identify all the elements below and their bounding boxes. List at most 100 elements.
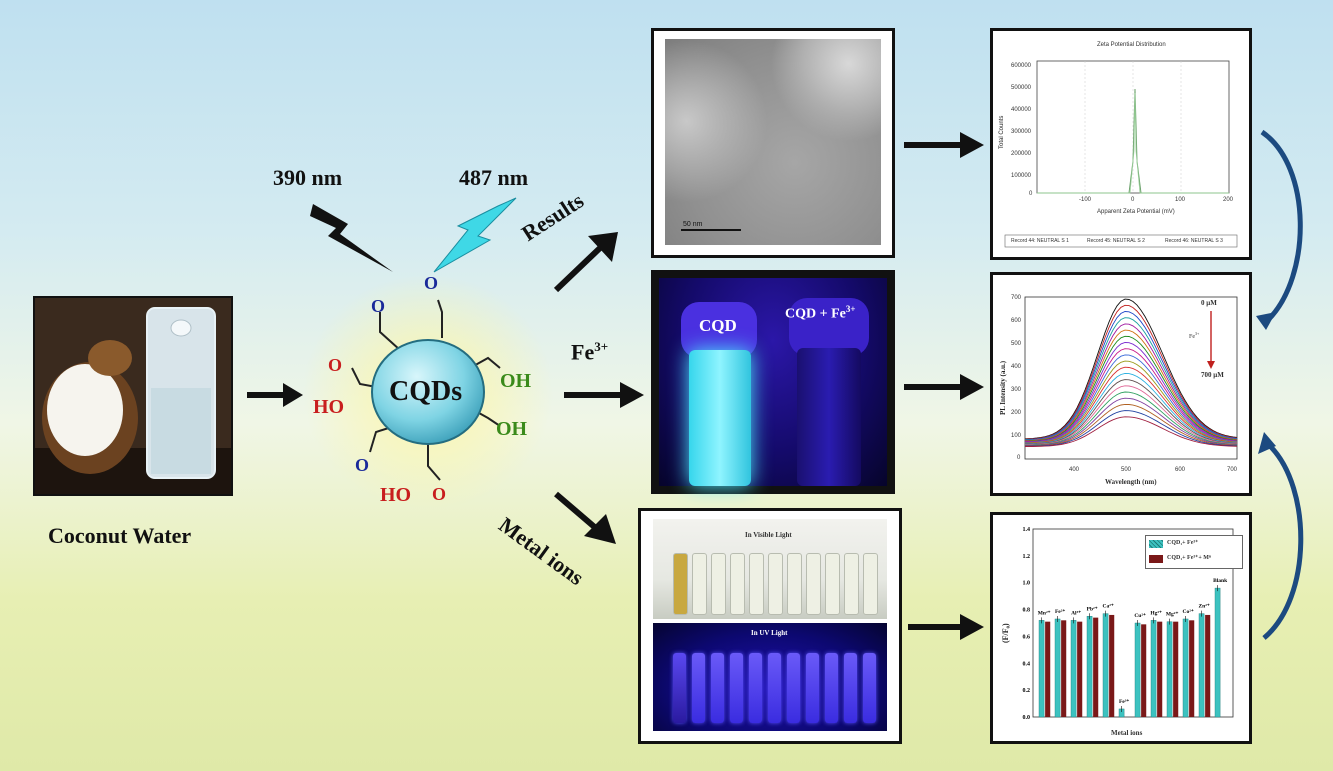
pl-spectrum-curve	[1024, 298, 1238, 440]
zeta-ytick-500000: 500000	[1011, 85, 1032, 91]
excitation-wavelength: 390 nm	[273, 165, 343, 190]
coconut-water-label: Coconut Water	[48, 523, 192, 548]
bar-ytick-label: 0.4	[1023, 661, 1031, 667]
bar-cqd-fe-mn	[1157, 621, 1163, 717]
bar-ytick-label: 0.6	[1023, 634, 1031, 640]
visible-light-photo: In Visible Light	[653, 519, 887, 619]
arrow-photos-to-bar	[906, 612, 986, 642]
bar-cqd-fe-mn	[1141, 624, 1147, 717]
bar-cqd-fe	[1038, 620, 1045, 718]
bar-ytick-label: 0.8	[1023, 608, 1031, 614]
fe-vial-cap	[789, 298, 869, 356]
bar-category-label: Ca²⁺	[1102, 603, 1113, 610]
visible-vial	[825, 553, 840, 615]
visible-vial	[787, 553, 802, 615]
bar-category-label: Fe³⁺	[1119, 698, 1129, 705]
pl-top-concentration: 0 μM	[1201, 299, 1217, 307]
zeta-ytick-400000: 400000	[1011, 107, 1032, 113]
uv-vial	[768, 653, 781, 723]
visible-vial	[749, 553, 764, 615]
bar-category-label: Zn²⁺	[1198, 603, 1209, 610]
bar-category-label: Al³⁺	[1071, 609, 1081, 616]
pl-spectrum-curve	[1024, 317, 1238, 441]
zeta-ytick-600000: 600000	[1011, 63, 1032, 69]
pl-xtick-500: 500	[1121, 467, 1132, 473]
cqd-molecule	[300, 270, 560, 520]
cqd-fe-vial-text: CQD + Fe	[785, 306, 846, 322]
zeta-xtick-minus100: -100	[1079, 197, 1092, 203]
pl-ytick-700: 700	[1011, 295, 1022, 301]
bar-category-label: Co²⁺	[1182, 608, 1193, 615]
bar-cqd-fe	[1150, 620, 1157, 718]
bar-cqd-fe	[1134, 622, 1141, 718]
visible-vial	[692, 553, 707, 615]
pl-spectrum-curve	[1025, 403, 1238, 447]
pl-fe-symbol: Fe	[1189, 334, 1195, 340]
pl-spectrum-curve	[1024, 335, 1238, 442]
carboxyl-o-bottom: O	[432, 484, 447, 504]
arrow-to-metal-ions-photo	[552, 490, 622, 550]
uv-vial	[825, 653, 838, 723]
bar-cqd-fe	[1214, 587, 1221, 718]
cqd-fe-vial-label: CQD + Fe3+	[785, 304, 856, 323]
bar-cqd-fe-mn	[1173, 621, 1179, 717]
fe3-symbol: Fe	[571, 339, 595, 365]
visible-vial	[863, 553, 878, 615]
pl-ytick-100: 100	[1011, 433, 1022, 439]
bar-category-label: Hg²⁺	[1150, 609, 1162, 616]
uv-vial	[806, 653, 819, 723]
bar-category-label: Fe²⁺	[1055, 608, 1065, 615]
bar-ytick-label: 1.4	[1023, 527, 1031, 533]
arrow-tem-to-zeta	[902, 130, 987, 160]
visible-vial	[673, 553, 688, 615]
pl-spectrum-curve	[1024, 360, 1238, 444]
pl-y-axis-label: PL Intensity (a.u.)	[999, 360, 1007, 415]
bar-ytick-label: 0.2	[1023, 688, 1031, 694]
visible-vial	[844, 553, 859, 615]
bar-category-label: Pb²⁺	[1087, 605, 1098, 612]
tem-scale-label: 50 nm	[683, 221, 703, 228]
uv-light-photo: In UV Light	[653, 623, 887, 731]
pl-spectrum-curve	[1024, 379, 1238, 445]
zeta-xtick-0: 0	[1131, 197, 1135, 203]
uv-light-label: In UV Light	[751, 629, 788, 637]
uv-vial	[863, 653, 876, 723]
pl-bottom-concentration: 700 μM	[1201, 371, 1224, 379]
pl-x-axis-label: Wavelength (nm)	[1105, 478, 1157, 486]
pl-fe-label: Fe3+	[1189, 331, 1199, 340]
pl-spectrum-curve	[1024, 311, 1238, 441]
bar-category-label: Mg²⁺	[1166, 611, 1179, 618]
zeta-potential-panel: Zeta Potential Distribution 600000 50000…	[990, 28, 1252, 260]
uv-vial	[787, 653, 800, 723]
bar-x-axis-label: Metal ions	[1111, 729, 1143, 737]
uv-vials-photo: CQD CQD + Fe3+	[659, 278, 887, 486]
zeta-y-axis-label: Total Counts	[999, 115, 1005, 149]
arrow-to-tem	[552, 228, 622, 298]
arrow-vials-to-pl	[902, 372, 987, 402]
uv-vial	[749, 653, 762, 723]
bar-cqd-fe-mn	[1061, 620, 1067, 717]
arrow-to-vials	[562, 380, 647, 410]
bar-ytick-label: 0.0	[1023, 715, 1031, 721]
aldehyde-o-top: O	[424, 273, 439, 293]
pl-spectrum-curve	[1024, 372, 1238, 445]
pl-spectrum-curve	[1025, 416, 1238, 447]
cqd-vial-body	[689, 350, 751, 486]
pl-spectrum-curve	[1024, 323, 1238, 441]
hydroxyl-ho-left: HO	[313, 396, 345, 418]
pl-xtick-700: 700	[1227, 467, 1238, 473]
hydroxyl-ho-bottom: HO	[380, 484, 412, 506]
pl-spectrum-curve	[1024, 304, 1238, 440]
zeta-ytick-300000: 300000	[1011, 129, 1032, 135]
bar-cqd-fe	[1182, 618, 1189, 718]
pl-spectrum-curve	[1025, 397, 1238, 446]
uv-vial	[692, 653, 705, 723]
bar-ytick-label: 1.0	[1023, 581, 1031, 587]
metal-ion-photos-panel: In Visible Light In UV Light	[638, 508, 902, 744]
uv-vials-row	[673, 653, 883, 727]
bar-category-label: Mn²⁺	[1038, 609, 1051, 616]
aldehyde-o-top-left: O	[371, 296, 386, 316]
pl-spectrum-curve	[1024, 354, 1238, 443]
legend-text-cqd-fe-mn: CQD₁+ Fe³⁺+ Mⁿ	[1167, 555, 1212, 561]
